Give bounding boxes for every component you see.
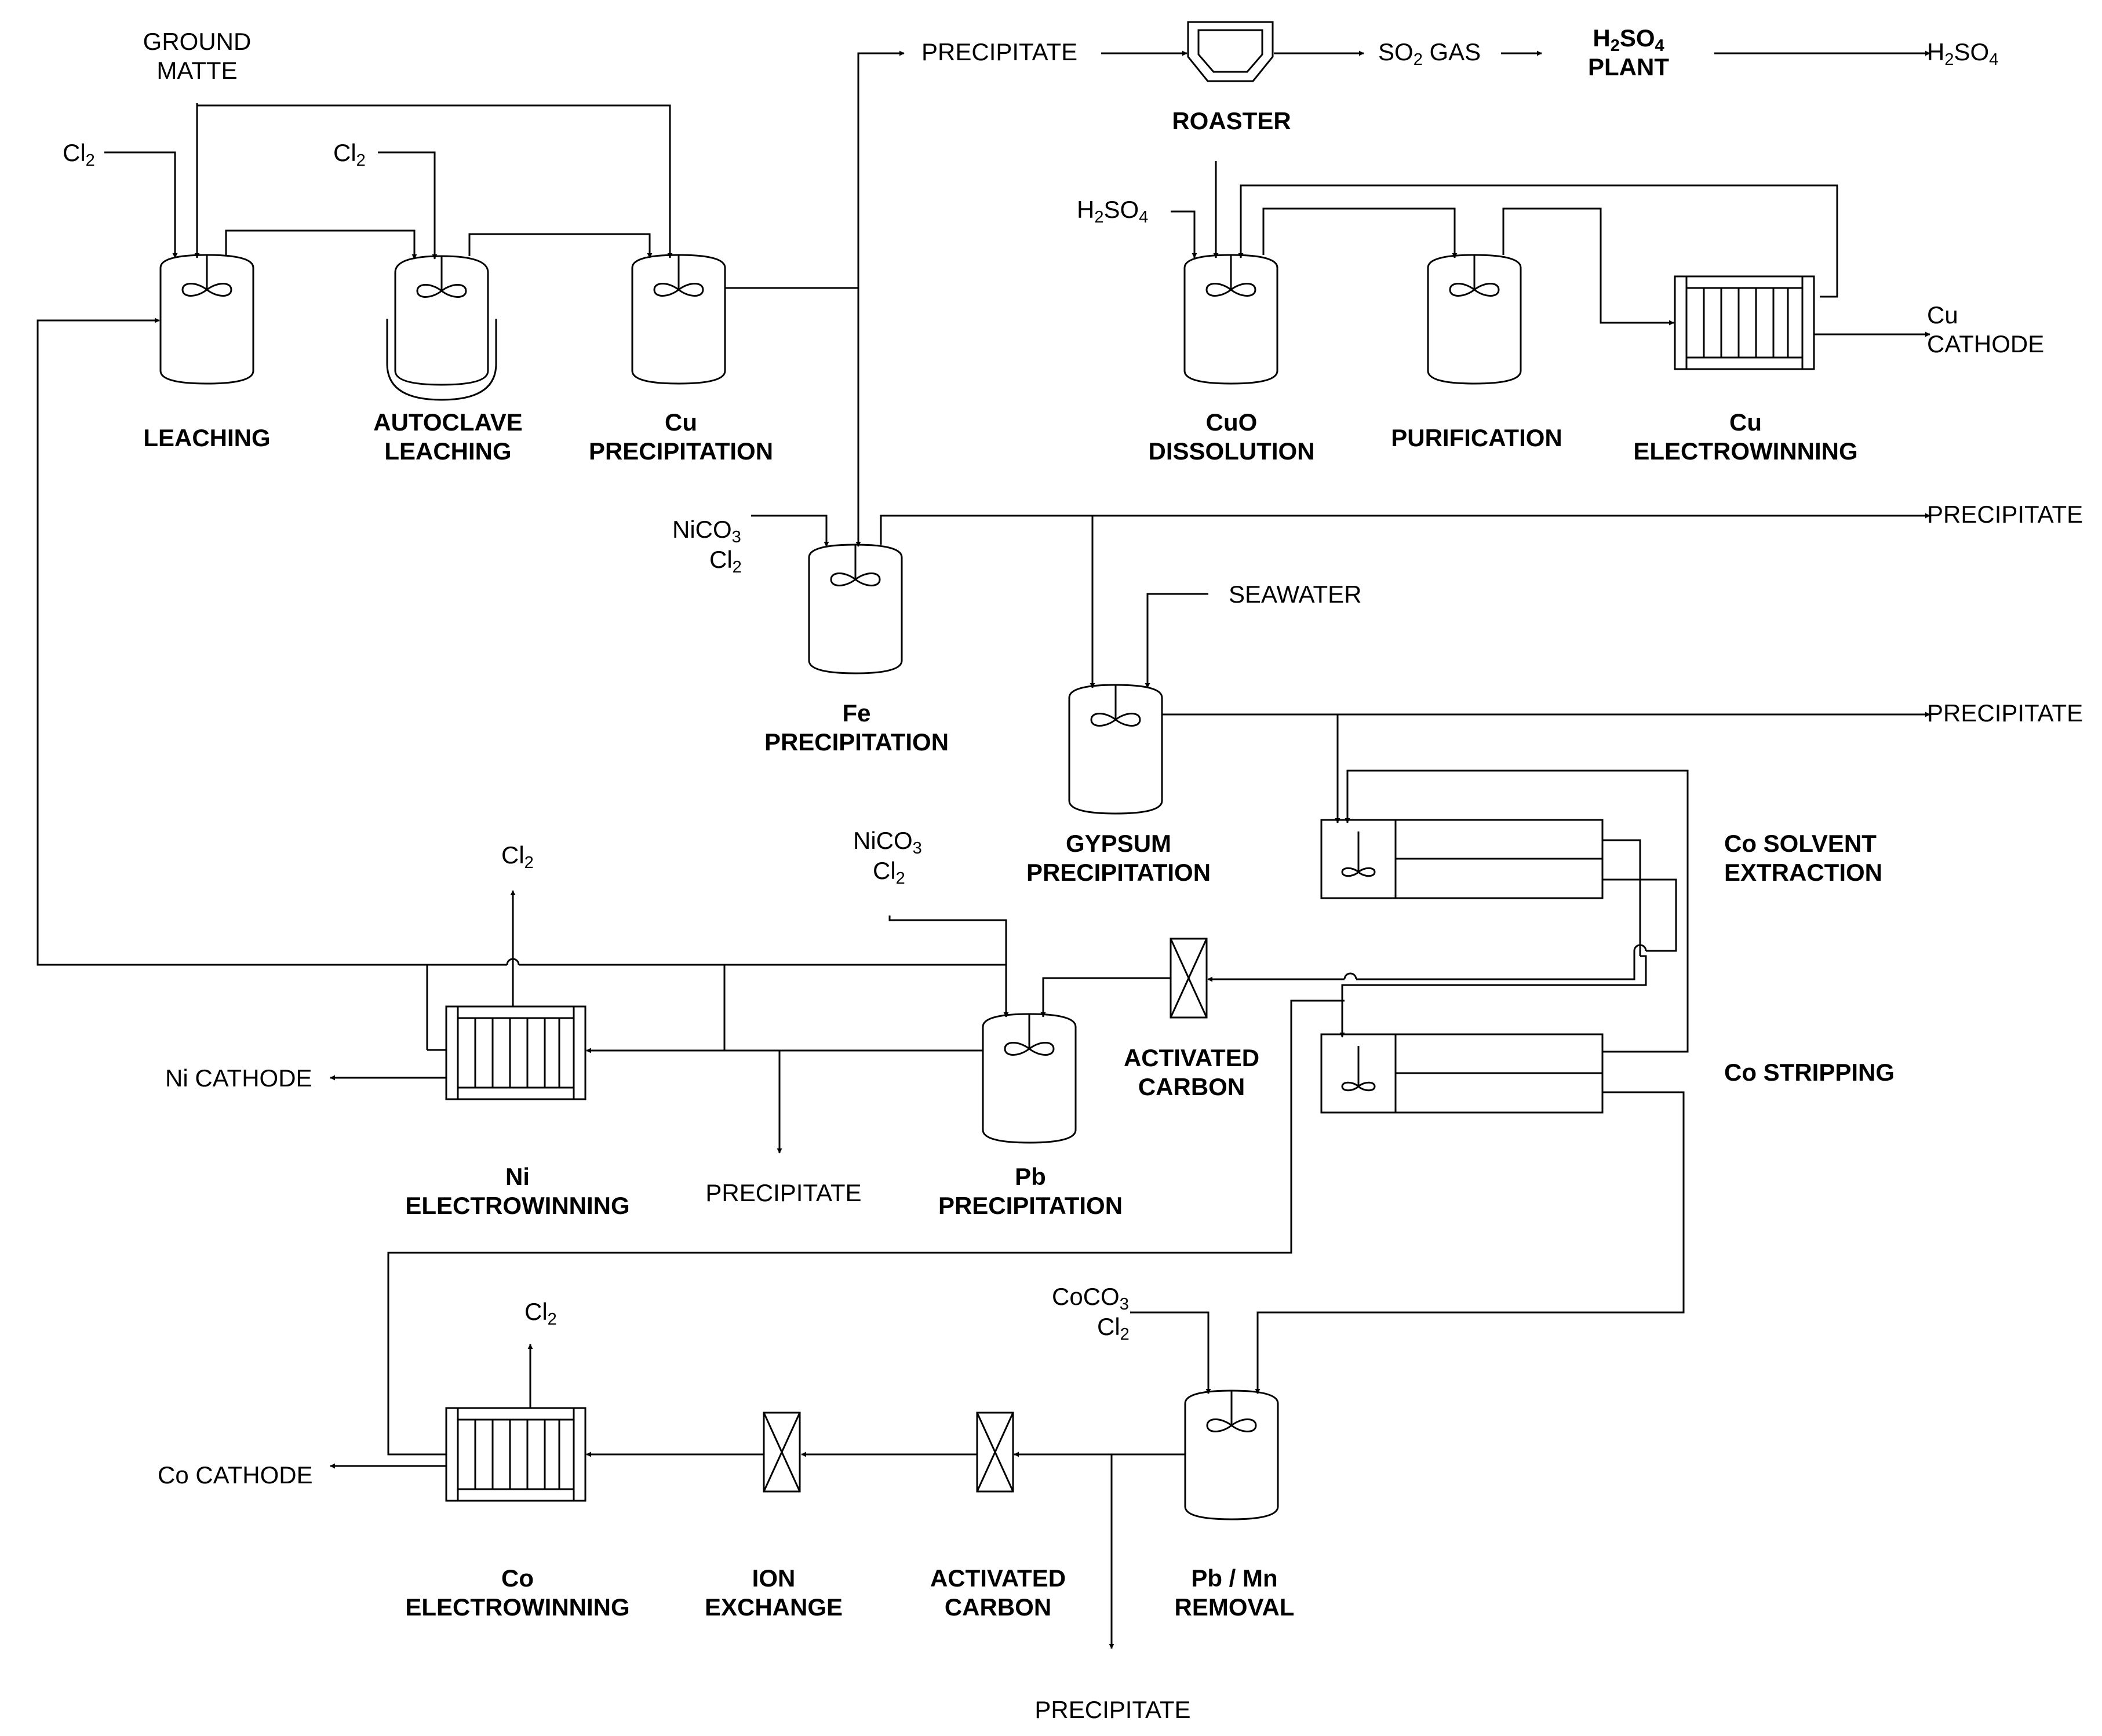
co-sx-label: Co SOLVENT: [1724, 830, 1877, 857]
cu-precip-label: Cu: [665, 409, 697, 436]
cl2-label-fe: Cl2: [709, 546, 742, 577]
cu-ew-label-2: ELECTROWINNING: [1633, 437, 1857, 465]
ac1-label: ACTIVATED: [1124, 1044, 1259, 1071]
cl2-feed-autoclave: Cl2: [333, 139, 366, 170]
pb-precip-label: Pb: [1015, 1163, 1046, 1190]
autoclave-label: AUTOCLAVE: [373, 409, 522, 436]
h2so4-plant-label-2: PLANT: [1588, 53, 1669, 81]
cu-precip-label-2: PRECIPITATION: [589, 437, 773, 465]
ni-cathode-label: Ni CATHODE: [165, 1064, 312, 1092]
co-ew-label-2: ELECTROWINNING: [405, 1593, 629, 1621]
gypsum-label: GYPSUM: [1066, 830, 1171, 857]
cuo-dissolution-tank: [1183, 254, 1278, 385]
h2so4-product-label: H2SO4: [1927, 38, 1998, 69]
co-cathode-label: Co CATHODE: [158, 1461, 313, 1489]
precipitate-label-gypsum: PRECIPITATE: [1927, 699, 2083, 727]
cl2-label-ni-ew: Cl2: [501, 841, 534, 872]
cl2-label-pb: Cl2: [873, 857, 905, 888]
ac2-label-2: CARBON: [945, 1593, 1051, 1621]
roaster-label: ROASTER: [1172, 107, 1291, 134]
autoclave-label-2: LEACHING: [384, 437, 511, 465]
ni-electrowinning-cell: [445, 1005, 586, 1100]
purification-label: PURIFICATION: [1391, 424, 1562, 451]
seawater-label: SEAWATER: [1229, 581, 1361, 608]
ground-matte-label-2: MATTE: [156, 57, 237, 84]
cu-cathode-label: Cu: [1927, 301, 1958, 329]
activated-carbon-column-2: [976, 1412, 1014, 1493]
pbmn-label: Pb / Mn: [1191, 1564, 1277, 1592]
ac2-label: ACTIVATED: [930, 1564, 1066, 1592]
gypsum-label-2: PRECIPITATION: [1026, 859, 1211, 886]
nico3-label-pb: NiCO3: [853, 827, 922, 858]
roaster-unit: [1187, 21, 1274, 82]
cu-electrowinning-cell: [1674, 275, 1815, 370]
ni-ew-label: Ni: [505, 1163, 530, 1190]
ni-ew-label-2: ELECTROWINNING: [405, 1192, 629, 1219]
ion-exchange-label: ION: [752, 1564, 796, 1592]
cu-precipitation-tank: [631, 254, 726, 385]
precipitate-label-pb: PRECIPITATE: [705, 1179, 861, 1206]
h2so4-feed-label: H2SO4: [1077, 196, 1148, 227]
so2-gas-label: SO2 GAS: [1378, 38, 1481, 69]
co-strip-label: Co STRIPPING: [1724, 1059, 1895, 1086]
ion-exchange-column: [763, 1412, 801, 1493]
h2so4-plant-label: H2SO4: [1593, 24, 1664, 55]
precipitate-label-bottom: PRECIPITATE: [1034, 1696, 1190, 1723]
gypsum-precipitation-tank: [1068, 684, 1163, 815]
cuo-dissolution-label-2: DISSOLUTION: [1148, 437, 1314, 465]
leaching-label: LEACHING: [143, 424, 270, 451]
leaching-tank: [159, 254, 254, 385]
ground-matte-label: GROUND: [143, 28, 252, 55]
co-ew-label: Co: [501, 1564, 534, 1592]
autoclave-vessel: [386, 255, 497, 401]
pb-precipitation-tank: [982, 1013, 1077, 1144]
nico3-label-fe: NiCO3: [672, 516, 741, 546]
precipitate-label-fe: PRECIPITATE: [1927, 501, 2083, 528]
coco3-label: CoCO3: [1052, 1283, 1129, 1314]
precipitate-label-top: PRECIPITATE: [921, 38, 1077, 65]
ion-exchange-label-2: EXCHANGE: [705, 1593, 843, 1621]
cl2-feed-leaching: Cl2: [63, 139, 95, 170]
cl2-label-co-ew: Cl2: [524, 1298, 557, 1329]
cuo-dissolution-label: CuO: [1206, 409, 1258, 436]
co-solvent-extraction-unit: [1320, 819, 1604, 899]
ac1-label-2: CARBON: [1138, 1073, 1245, 1100]
fe-precip-label-2: PRECIPITATION: [764, 728, 949, 756]
co-electrowinning-cell: [445, 1407, 586, 1502]
pb-precip-label-2: PRECIPITATION: [938, 1192, 1123, 1219]
fe-precipitation-tank: [808, 544, 903, 674]
pbmn-removal-tank: [1184, 1389, 1279, 1520]
co-stripping-unit: [1320, 1033, 1604, 1114]
cu-ew-label: Cu: [1729, 409, 1762, 436]
purification-tank: [1427, 254, 1522, 385]
flow-lines: [37, 50, 1930, 1649]
co-sx-label-2: EXTRACTION: [1724, 859, 1882, 886]
cl2-label-pbmn: Cl2: [1097, 1313, 1130, 1344]
pbmn-label-2: REMOVAL: [1175, 1593, 1295, 1621]
activated-carbon-column-1: [1170, 938, 1208, 1019]
fe-precip-label: Fe: [842, 699, 870, 727]
cu-cathode-label-2: CATHODE: [1927, 330, 2044, 358]
